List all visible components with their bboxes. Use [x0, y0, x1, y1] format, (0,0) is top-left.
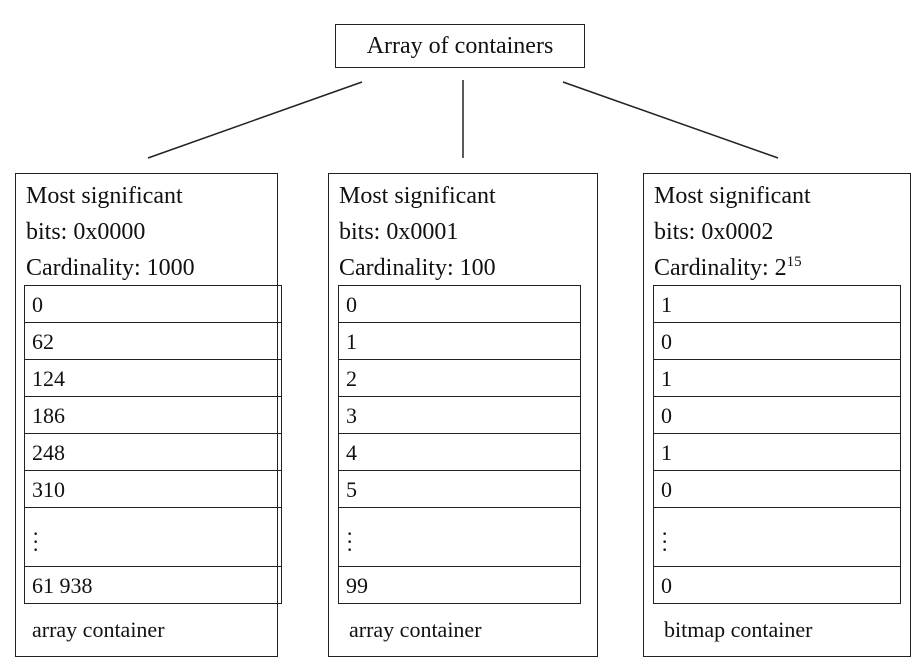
- cell: 0: [338, 285, 581, 324]
- cell: 248: [24, 433, 282, 472]
- msb-bits: bits: 0x0001: [339, 219, 459, 245]
- vertical-ellipsis-icon: ···: [32, 521, 40, 562]
- cell: 1: [653, 359, 901, 398]
- container-0x0001: Most significant bits: 0x0001 Cardinalit…: [328, 173, 598, 657]
- container-0x0002: Most significant bits: 0x0002 Cardinalit…: [643, 173, 911, 657]
- container-header: Most significant bits: 0x0002 Cardinalit…: [654, 178, 811, 286]
- cell-last: 0: [653, 565, 901, 604]
- cell: 5: [338, 470, 581, 509]
- container-header: Most significant bits: 0x0000 Cardinalit…: [26, 178, 195, 286]
- ellipsis-cell: ···: [338, 507, 581, 567]
- cell: 1: [338, 322, 581, 361]
- ellipsis-cell: ···: [24, 507, 282, 567]
- cardinality-exponent: 15: [786, 254, 802, 270]
- cell-last: 99: [338, 565, 581, 604]
- cardinality-base: Cardinality: 2: [654, 255, 787, 281]
- cardinality: Cardinality: 1000: [26, 255, 195, 281]
- msb-title: Most significant: [654, 183, 811, 209]
- array-of-containers-box: Array of containers: [335, 24, 585, 68]
- vertical-ellipsis-icon: ···: [346, 521, 354, 562]
- container-header: Most significant bits: 0x0001 Cardinalit…: [339, 178, 496, 286]
- cell: 124: [24, 359, 282, 398]
- cell: 0: [653, 322, 901, 361]
- value-cells: 1 0 1 0 1 0 ··· 0: [653, 285, 901, 604]
- ellipsis-cell: ···: [653, 507, 901, 567]
- cell: 310: [24, 470, 282, 509]
- cell: 3: [338, 396, 581, 435]
- cell: 0: [653, 470, 901, 509]
- container-type: array container: [349, 617, 482, 642]
- msb-bits: bits: 0x0000: [26, 219, 146, 245]
- cardinality: Cardinality: 215: [654, 250, 811, 286]
- container-type: bitmap container: [664, 617, 813, 642]
- cell: 2: [338, 359, 581, 398]
- vertical-ellipsis-icon: ···: [661, 521, 669, 562]
- msb-bits: bits: 0x0002: [654, 219, 774, 245]
- cell: 0: [24, 285, 282, 324]
- cell-last: 61 938: [24, 565, 282, 604]
- cell: 4: [338, 433, 581, 472]
- value-cells: 0 1 2 3 4 5 ··· 99: [338, 285, 581, 604]
- cell: 186: [24, 396, 282, 435]
- cell: 1: [653, 433, 901, 472]
- connector-right: [562, 81, 779, 159]
- cell: 62: [24, 322, 282, 361]
- msb-title: Most significant: [26, 183, 183, 209]
- value-cells: 0 62 124 186 248 310 ··· 61 938: [24, 285, 282, 604]
- root-label: Array of containers: [366, 32, 554, 59]
- cardinality: Cardinality: 100: [339, 255, 496, 281]
- cell: 1: [653, 285, 901, 324]
- connector-left: [147, 81, 363, 159]
- container-0x0000: Most significant bits: 0x0000 Cardinalit…: [15, 173, 282, 657]
- container-type: array container: [32, 617, 165, 642]
- cell: 0: [653, 396, 901, 435]
- msb-title: Most significant: [339, 183, 496, 209]
